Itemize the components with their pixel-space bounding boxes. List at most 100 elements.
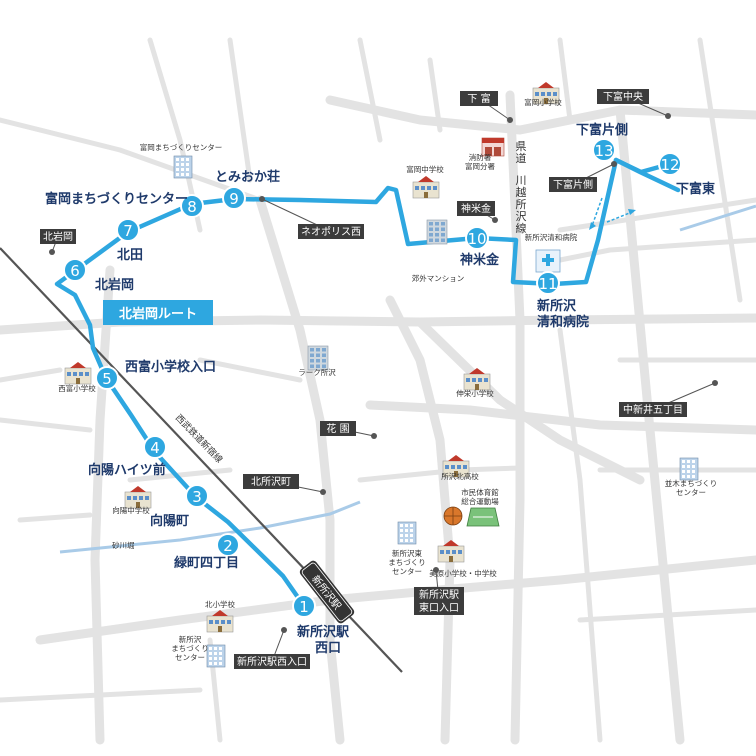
facility: 西富小学校	[58, 362, 96, 393]
facility: 北小学校	[205, 599, 235, 633]
intersection-box	[298, 224, 364, 239]
bus-stop-number: 3	[192, 488, 202, 506]
intersection-dot	[433, 567, 439, 573]
bus-stop-marker	[185, 484, 209, 508]
facility-name: 北小学校	[205, 599, 235, 609]
facility: 新所沢まちづくりセンター	[171, 634, 226, 668]
bus-stop-name: 向陽ハイツ前	[88, 462, 166, 478]
facility-name: 富岡中学校	[406, 164, 444, 174]
intersection-layer: 北岩岡ネオポリス西下 富下富中央下富片側神米金中新井五丁目花 園北所沢町新所沢駅…	[40, 89, 718, 669]
intersection-dot	[49, 249, 55, 255]
bus-stop-number: 10	[467, 230, 486, 248]
bus-stop-number: 7	[123, 222, 133, 240]
bus-stop-number: 6	[70, 262, 80, 280]
facility: 所沢北高校	[441, 455, 479, 481]
facility-name: 新所沢まちづくりセンター	[171, 634, 209, 662]
facility-name: ラーク所沢	[298, 367, 336, 377]
bus-stop-name: 下富東	[676, 181, 715, 197]
facility: 新所沢清和病院	[525, 232, 578, 273]
school-icon	[437, 540, 465, 563]
bus-stop-name: 新所沢駅西口	[297, 624, 350, 656]
bus-stop-marker	[592, 138, 616, 162]
facility: 郊外マンション	[412, 219, 464, 283]
bus-stop-marker	[222, 186, 246, 210]
intersection-name: 新所沢駅西入口	[237, 655, 307, 668]
facility: ラーク所沢	[298, 345, 336, 377]
intersection-dot	[611, 161, 617, 167]
intersection-box	[40, 229, 76, 244]
bus-stop-marker	[216, 533, 240, 557]
bus-stop-number: 1	[299, 598, 309, 616]
bus-stop-number: 9	[229, 190, 239, 208]
bus-stop-number: 4	[150, 439, 160, 457]
intersection-box	[597, 89, 649, 104]
office-building-icon	[173, 155, 193, 179]
bus-stop-name: 向陽町	[150, 513, 189, 529]
bus-stop-name: 富岡まちづくりセンター	[45, 191, 188, 207]
bus-stop-marker	[143, 435, 167, 459]
intersection-label: 下富中央	[597, 89, 671, 119]
facility-name: 富岡まちづくりセンター	[140, 142, 223, 152]
office-building-icon	[679, 457, 699, 481]
sports-icon	[443, 506, 500, 527]
bus-stop-marker	[658, 152, 682, 176]
school-icon	[412, 176, 440, 199]
intersection-dot	[507, 117, 513, 123]
intersection-label: 花 園	[320, 421, 377, 439]
road-name-label: 県道川越所沢線	[516, 140, 527, 235]
intersection-label: 新所沢駅西入口	[234, 627, 310, 669]
facility-name: 新所沢清和病院	[525, 232, 578, 242]
school-icon	[532, 82, 560, 105]
intersection-name: 中新井五丁目	[623, 403, 683, 416]
intersection-name: 下富中央	[603, 90, 643, 103]
bus-stop-number: 8	[187, 198, 197, 216]
intersection-label: 北岩岡	[40, 229, 76, 255]
office-building-icon	[206, 644, 226, 668]
facility-name: 新所沢東まちづくりセンター	[388, 548, 426, 576]
facility-name: 消防署富岡分署	[465, 152, 495, 171]
river-label: 砂川堀	[112, 540, 135, 550]
bus-stop-name: 緑町四丁目	[174, 555, 239, 571]
intersection-name: 下富片側	[553, 178, 593, 191]
intersection-name: 北所沢町	[251, 475, 291, 488]
intersection-name: 神米金	[461, 202, 491, 215]
bus-stop-4: 4 向陽ハイツ前	[88, 435, 167, 478]
intersection-box	[414, 587, 464, 615]
intersection-dot	[371, 433, 377, 439]
facility-name: 美原小学校・中学校	[429, 568, 497, 578]
facility: 向陽中学校	[112, 486, 152, 515]
svg-text:北岩岡ルート: 北岩岡ルート	[119, 306, 197, 322]
facility: 並木まちづくりセンター	[665, 457, 718, 497]
intersection-label: 下 富	[460, 91, 513, 123]
facility: 富岡小学校	[524, 82, 562, 107]
facility-name: 向陽中学校	[112, 505, 150, 515]
facility: 消防署富岡分署	[465, 137, 505, 171]
facility: 新所沢東まちづくりセンター	[388, 521, 426, 576]
facility-name: 所沢北高校	[441, 471, 479, 481]
intersection-dot	[712, 380, 718, 386]
intersection-dot	[492, 217, 498, 223]
school-icon	[206, 610, 234, 633]
facility-name: 市民体育館総合運動場	[461, 487, 499, 506]
facility-name: 富岡小学校	[524, 97, 562, 107]
bus-stop-number: 2	[223, 537, 233, 555]
svg-text:県道川越所沢線: 県道川越所沢線	[516, 140, 527, 235]
bus-stop-marker	[95, 366, 119, 390]
facility-name: 並木まちづくりセンター	[665, 478, 718, 497]
facility-name: 伸栄小学校	[456, 388, 494, 398]
road-network	[0, 37, 756, 745]
bus-stop-name: 北田	[117, 248, 143, 263]
intersection-label: 北所沢町	[243, 474, 326, 495]
